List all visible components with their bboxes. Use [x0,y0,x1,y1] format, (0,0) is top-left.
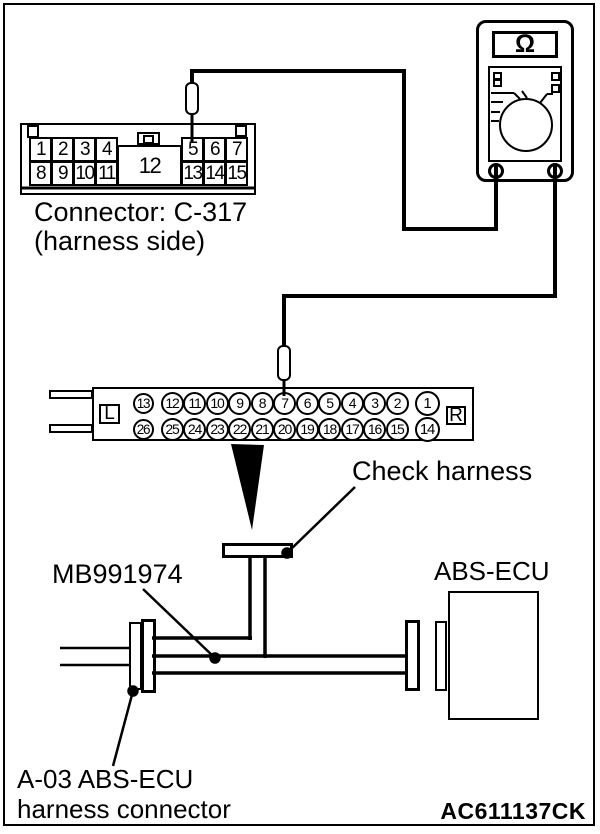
c317-pin-1: 1 [29,137,52,162]
harness-pin-24: 24 [183,417,206,441]
harness-pin-2: 2 [385,391,409,415]
harness-pin-17: 17 [340,417,364,441]
harness-prong-top [49,390,93,399]
ecu-connector-plate [405,620,420,691]
c317-pin-3: 3 [73,137,96,162]
harness-pin-4: 4 [340,391,364,415]
harness-pin-19: 19 [295,417,319,441]
ecu-connector-socket [435,621,447,691]
figure-code: AC611137CK [440,798,586,824]
mode-square-icon [551,72,560,81]
c317-pin-11: 11 [95,161,118,186]
c317-pin-7: 7 [225,137,248,162]
c317-caption-line2: (harness side) [34,226,206,256]
harness-pin-20: 20 [273,417,296,441]
check-harness-label: Check harness [352,456,533,486]
meter-terminal-left [488,163,504,179]
harness-pin-16: 16 [363,417,386,441]
harness-pin-13: 13 [132,392,154,414]
multimeter-display: Ω [492,30,558,58]
right-marker-box: R [446,405,466,426]
ohm-symbol: Ω [514,30,536,58]
c317-notch-right [235,125,247,137]
c317-pin-2: 2 [51,137,74,162]
check-harness-t-bar [222,543,293,558]
harness-pin-1: 1 [414,390,440,416]
harness-pin-26: 26 [132,418,154,440]
a03-connector-body [141,619,156,693]
harness-prong-bottom [49,424,93,433]
page-border [3,3,595,826]
harness-pin-21: 21 [250,417,274,441]
mode-square-icon [551,84,560,93]
harness-pin-11: 11 [183,391,206,415]
harness-pin-5: 5 [318,391,341,415]
harness-pin-10: 10 [205,391,229,415]
test-probe-c317-pin5 [185,82,199,115]
a03-label-line1: A-03 ABS-ECU [17,764,194,794]
test-probe-harness-pin7 [277,345,291,381]
c317-pin-12: 12 [117,145,182,186]
harness-pin-7: 7 [273,391,296,415]
harness-pin-12: 12 [160,391,184,415]
c317-pin-14: 14 [203,161,226,186]
harness-pin-14: 14 [414,416,440,442]
meter-terminal-right [547,163,563,179]
harness-pin-25: 25 [160,417,184,441]
c317-pin-8: 8 [29,161,52,186]
c317-pin-15: 15 [225,161,248,186]
harness-pin-23: 23 [205,417,229,441]
left-marker-box: L [99,403,120,424]
c317-caption-line1: Connector: C-317 [34,197,248,227]
harness-pin-22: 22 [228,417,251,441]
c317-pin-10: 10 [73,161,96,186]
harness-pin-3: 3 [363,391,386,415]
abs-ecu-box [448,591,539,720]
c317-pin-4: 4 [95,137,118,162]
harness-pin-8: 8 [250,391,274,415]
harness-pin-15: 15 [385,417,409,441]
harness-pin-6: 6 [295,391,319,415]
c317-pin-6: 6 [203,137,226,162]
a03-label-line2: harness connector [17,794,231,824]
c317-pin-5: 5 [181,137,204,162]
tool-number-label: MB991974 [52,559,183,589]
c317-latch-inner [143,135,154,144]
abs-ecu-label: ABS-ECU [434,556,550,586]
battery-indicator-icon [493,79,502,87]
c317-pin-9: 9 [51,161,74,186]
harness-pin-18: 18 [318,417,341,441]
c317-pin-13: 13 [181,161,204,186]
rotary-dial[interactable] [499,98,553,152]
harness-pin-9: 9 [228,391,251,415]
